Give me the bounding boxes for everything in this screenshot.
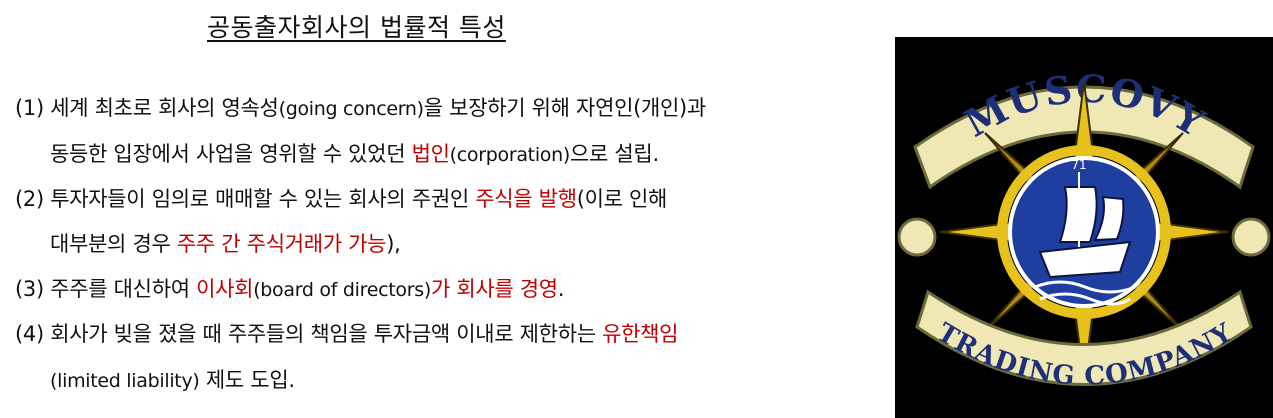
highlight-text: 이사회: [196, 277, 254, 301]
text-english: (board of directors): [253, 279, 431, 301]
text: (3) 주주를 대신하여: [15, 277, 197, 301]
ship-flag-text: 71: [1071, 158, 1086, 172]
text: .: [557, 277, 565, 301]
text: 제도 도입.: [199, 368, 295, 392]
text: 을 보장하기 위해 자연인(개인)과: [423, 96, 706, 120]
text: 대부분의 경우: [50, 232, 177, 256]
text: 동등한 입장에서 사업을 영위할 수 있었던: [50, 142, 412, 166]
text-english: (corporation): [449, 144, 571, 166]
logo-emblem: MUSCOVY 71: [897, 66, 1271, 392]
text: ),: [386, 232, 401, 256]
item-1-line-2: 동등한 입장에서 사업을 영위할 수 있었던 법인(corporation)으로…: [50, 138, 659, 168]
highlight-text: 법인: [411, 142, 450, 166]
gold-ring: [997, 145, 1171, 319]
text-english: (going concern): [278, 98, 425, 120]
text: (4) 회사가 빚을 졌을 때 주주들의 책임을 투자금액 이내로 제한하는: [15, 322, 603, 346]
text-english: (limited liability): [50, 370, 200, 392]
highlight-text: 주식을 발행: [475, 187, 577, 211]
item-2-line-2: 대부분의 경우 주주 간 주식거래가 가능),: [50, 228, 401, 258]
bottom-ribbon: [915, 289, 1253, 386]
right-scroll: [1231, 217, 1271, 257]
item-4-line-1: (4) 회사가 빚을 졌을 때 주주들의 책임을 투자금액 이내로 제한하는 유…: [15, 318, 679, 348]
page-title: 공동출자회사의 법률적 특성: [207, 13, 506, 42]
item-1-line-1: (1) 세계 최초로 회사의 영속성(going concern)을 보장하기 …: [15, 92, 706, 122]
text: (2) 투자자들이 임의로 매매할 수 있는 회사의 주권인: [15, 187, 476, 211]
ship-icon: 71: [1034, 158, 1136, 306]
item-3-line-1: (3) 주주를 대신하여 이사회(board of directors)가 회사…: [15, 273, 565, 303]
item-4-line-2: (limited liability) 제도 도입.: [50, 364, 295, 394]
text: 으로 설립.: [569, 142, 659, 166]
muscovy-company-logo: MUSCOVY 71: [895, 37, 1273, 418]
item-2-line-1: (2) 투자자들이 임의로 매매할 수 있는 회사의 주권인 주식을 발행(이로…: [15, 183, 667, 213]
highlight-text: 주주 간 주식거래가 가능: [176, 232, 387, 256]
highlight-text: 가 회사를 경영: [430, 277, 558, 301]
text: (1) 세계 최초로 회사의 영속성: [15, 96, 279, 120]
highlight-text: 유한책임: [602, 322, 679, 346]
top-ribbon: [913, 85, 1255, 190]
text: (이로 인해: [576, 187, 668, 211]
left-scroll: [897, 217, 937, 257]
